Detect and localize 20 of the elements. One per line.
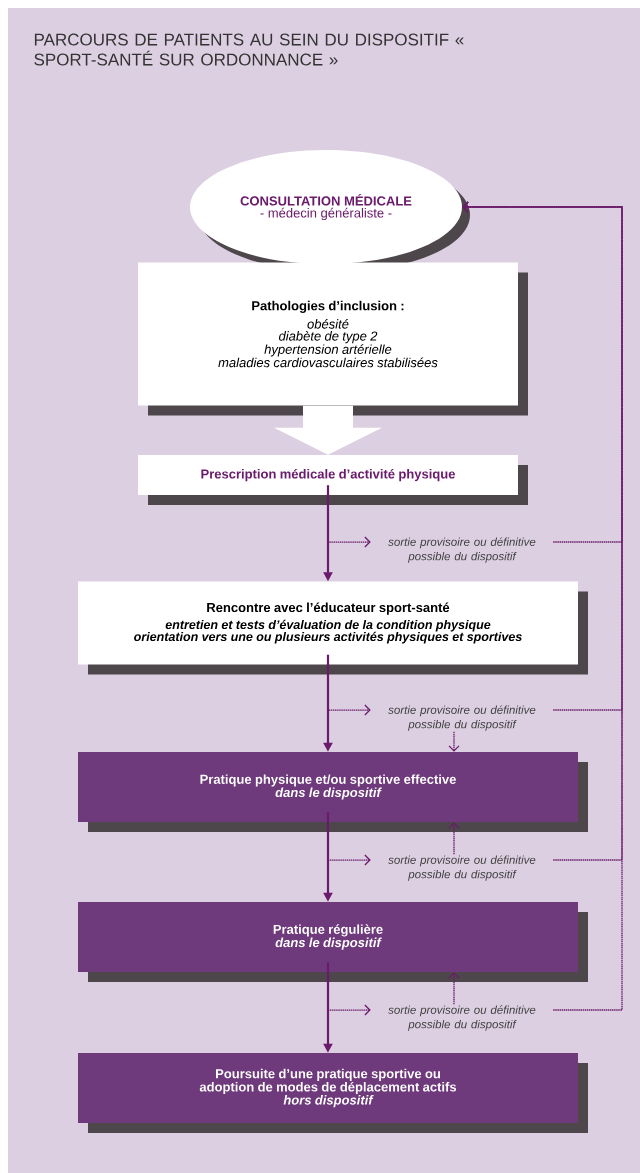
exit-note: sortie provisoire ou définitive possible du dispositif — [388, 855, 536, 881]
step-box: Prescription médicale d’activité physique — [138, 455, 528, 505]
step-box: Rencontre avec l’éducateur sport-santé entretien et tests d’évaluation de la condition physique orientation vers une ou plusieurs activités physiques et sportives — [78, 581, 588, 675]
dashed-arrow — [448, 972, 460, 1005]
exit-note: sortie provisoire ou définitive possible du dispositif — [388, 537, 536, 563]
step-box: Poursuite d’une pratique sportive ou adoption de modes de déplacement actifs hors dispositif — [78, 1053, 588, 1133]
dashed-arrow — [448, 822, 460, 855]
dashed-arrow — [327, 821, 371, 866]
title: PARCOURS DE PATIENTS AU SEIN DU DISPOSITIF « SPORT-SANTÉ SUR ORDONNANCE » — [34, 33, 464, 66]
dashed-arrow — [448, 731, 460, 752]
dashed-arrow — [327, 664, 371, 716]
block-arrow — [274, 405, 382, 455]
exit-note: sortie provisoire ou définitive possible du dispositif — [388, 705, 536, 731]
dashed-arrow — [327, 971, 371, 1016]
dashed-arrow — [462, 201, 623, 1011]
step-box: Pratique régulière dans le dispositif — [78, 902, 588, 982]
dashed-arrow — [327, 494, 371, 548]
exit-note: sortie provisoire ou définitive possible du dispositif — [388, 1005, 536, 1031]
step-box: Pathologies d’inclusion : obésité diabète de type 2 hypertension artérielle maladies cardiovasculaires stabilisées — [138, 262, 528, 416]
step-box: Pratique physique et/ou sportive effective dans le dispositif — [78, 752, 588, 832]
